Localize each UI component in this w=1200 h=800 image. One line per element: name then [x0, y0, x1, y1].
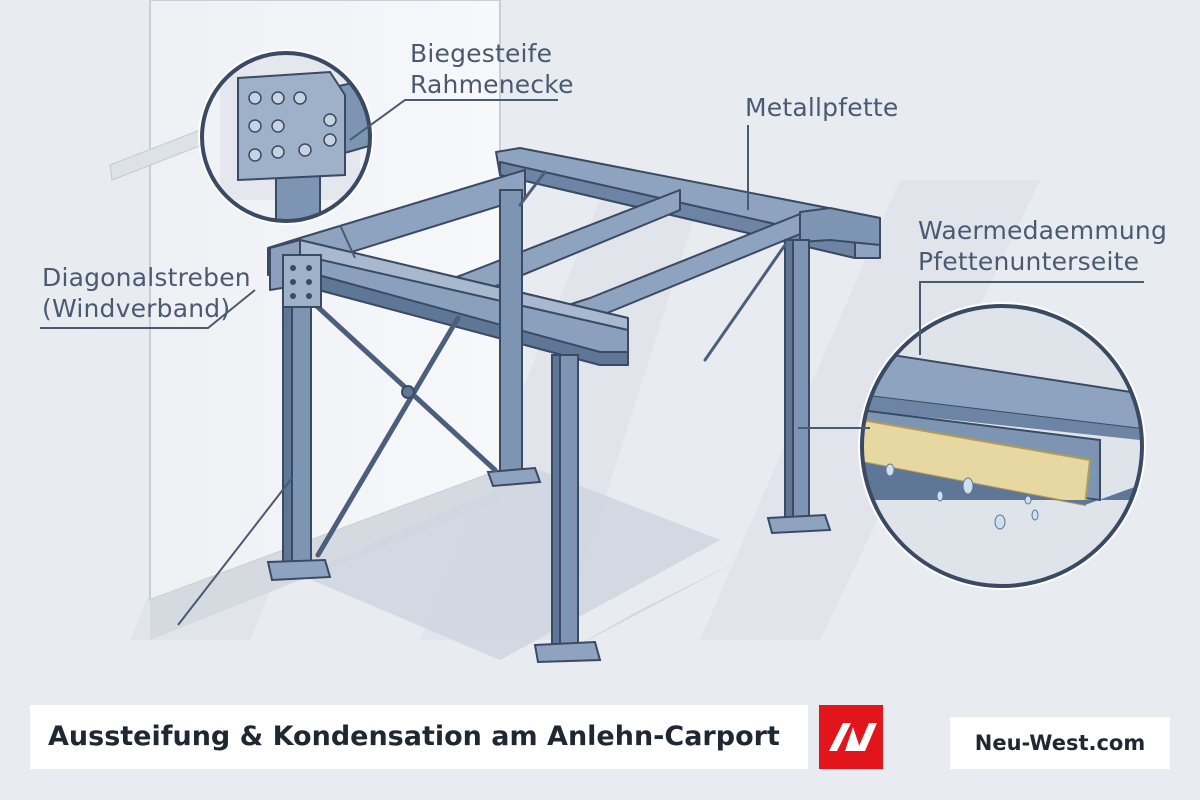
label-frame-corner: Biegesteife Rahmenecke	[410, 38, 574, 100]
label-frame-corner-line2: Rahmenecke	[410, 69, 574, 100]
bracing-center-plate	[402, 386, 414, 398]
footer-logo	[819, 705, 883, 769]
label-purlin: Metallpfette	[745, 92, 898, 123]
footer-site-link[interactable]: Neu-West.com	[950, 717, 1170, 769]
label-insulation-line1: Waermedaemmung	[918, 215, 1167, 246]
label-insulation-line2: Pfettenunterseite	[918, 246, 1167, 277]
label-insulation: Waermedaemmung Pfettenunterseite	[918, 215, 1167, 277]
nw-logo-icon	[819, 705, 883, 769]
footer-title: Aussteifung & Kondensation am Anlehn-Car…	[30, 705, 808, 769]
label-bracing-line1: Diagonalstreben	[42, 262, 251, 293]
corner-plate	[283, 255, 321, 307]
label-bracing: Diagonalstreben (Windverband)	[42, 262, 251, 324]
label-bracing-line2: (Windverband)	[42, 293, 251, 324]
label-frame-corner-line1: Biegesteife	[410, 38, 574, 69]
